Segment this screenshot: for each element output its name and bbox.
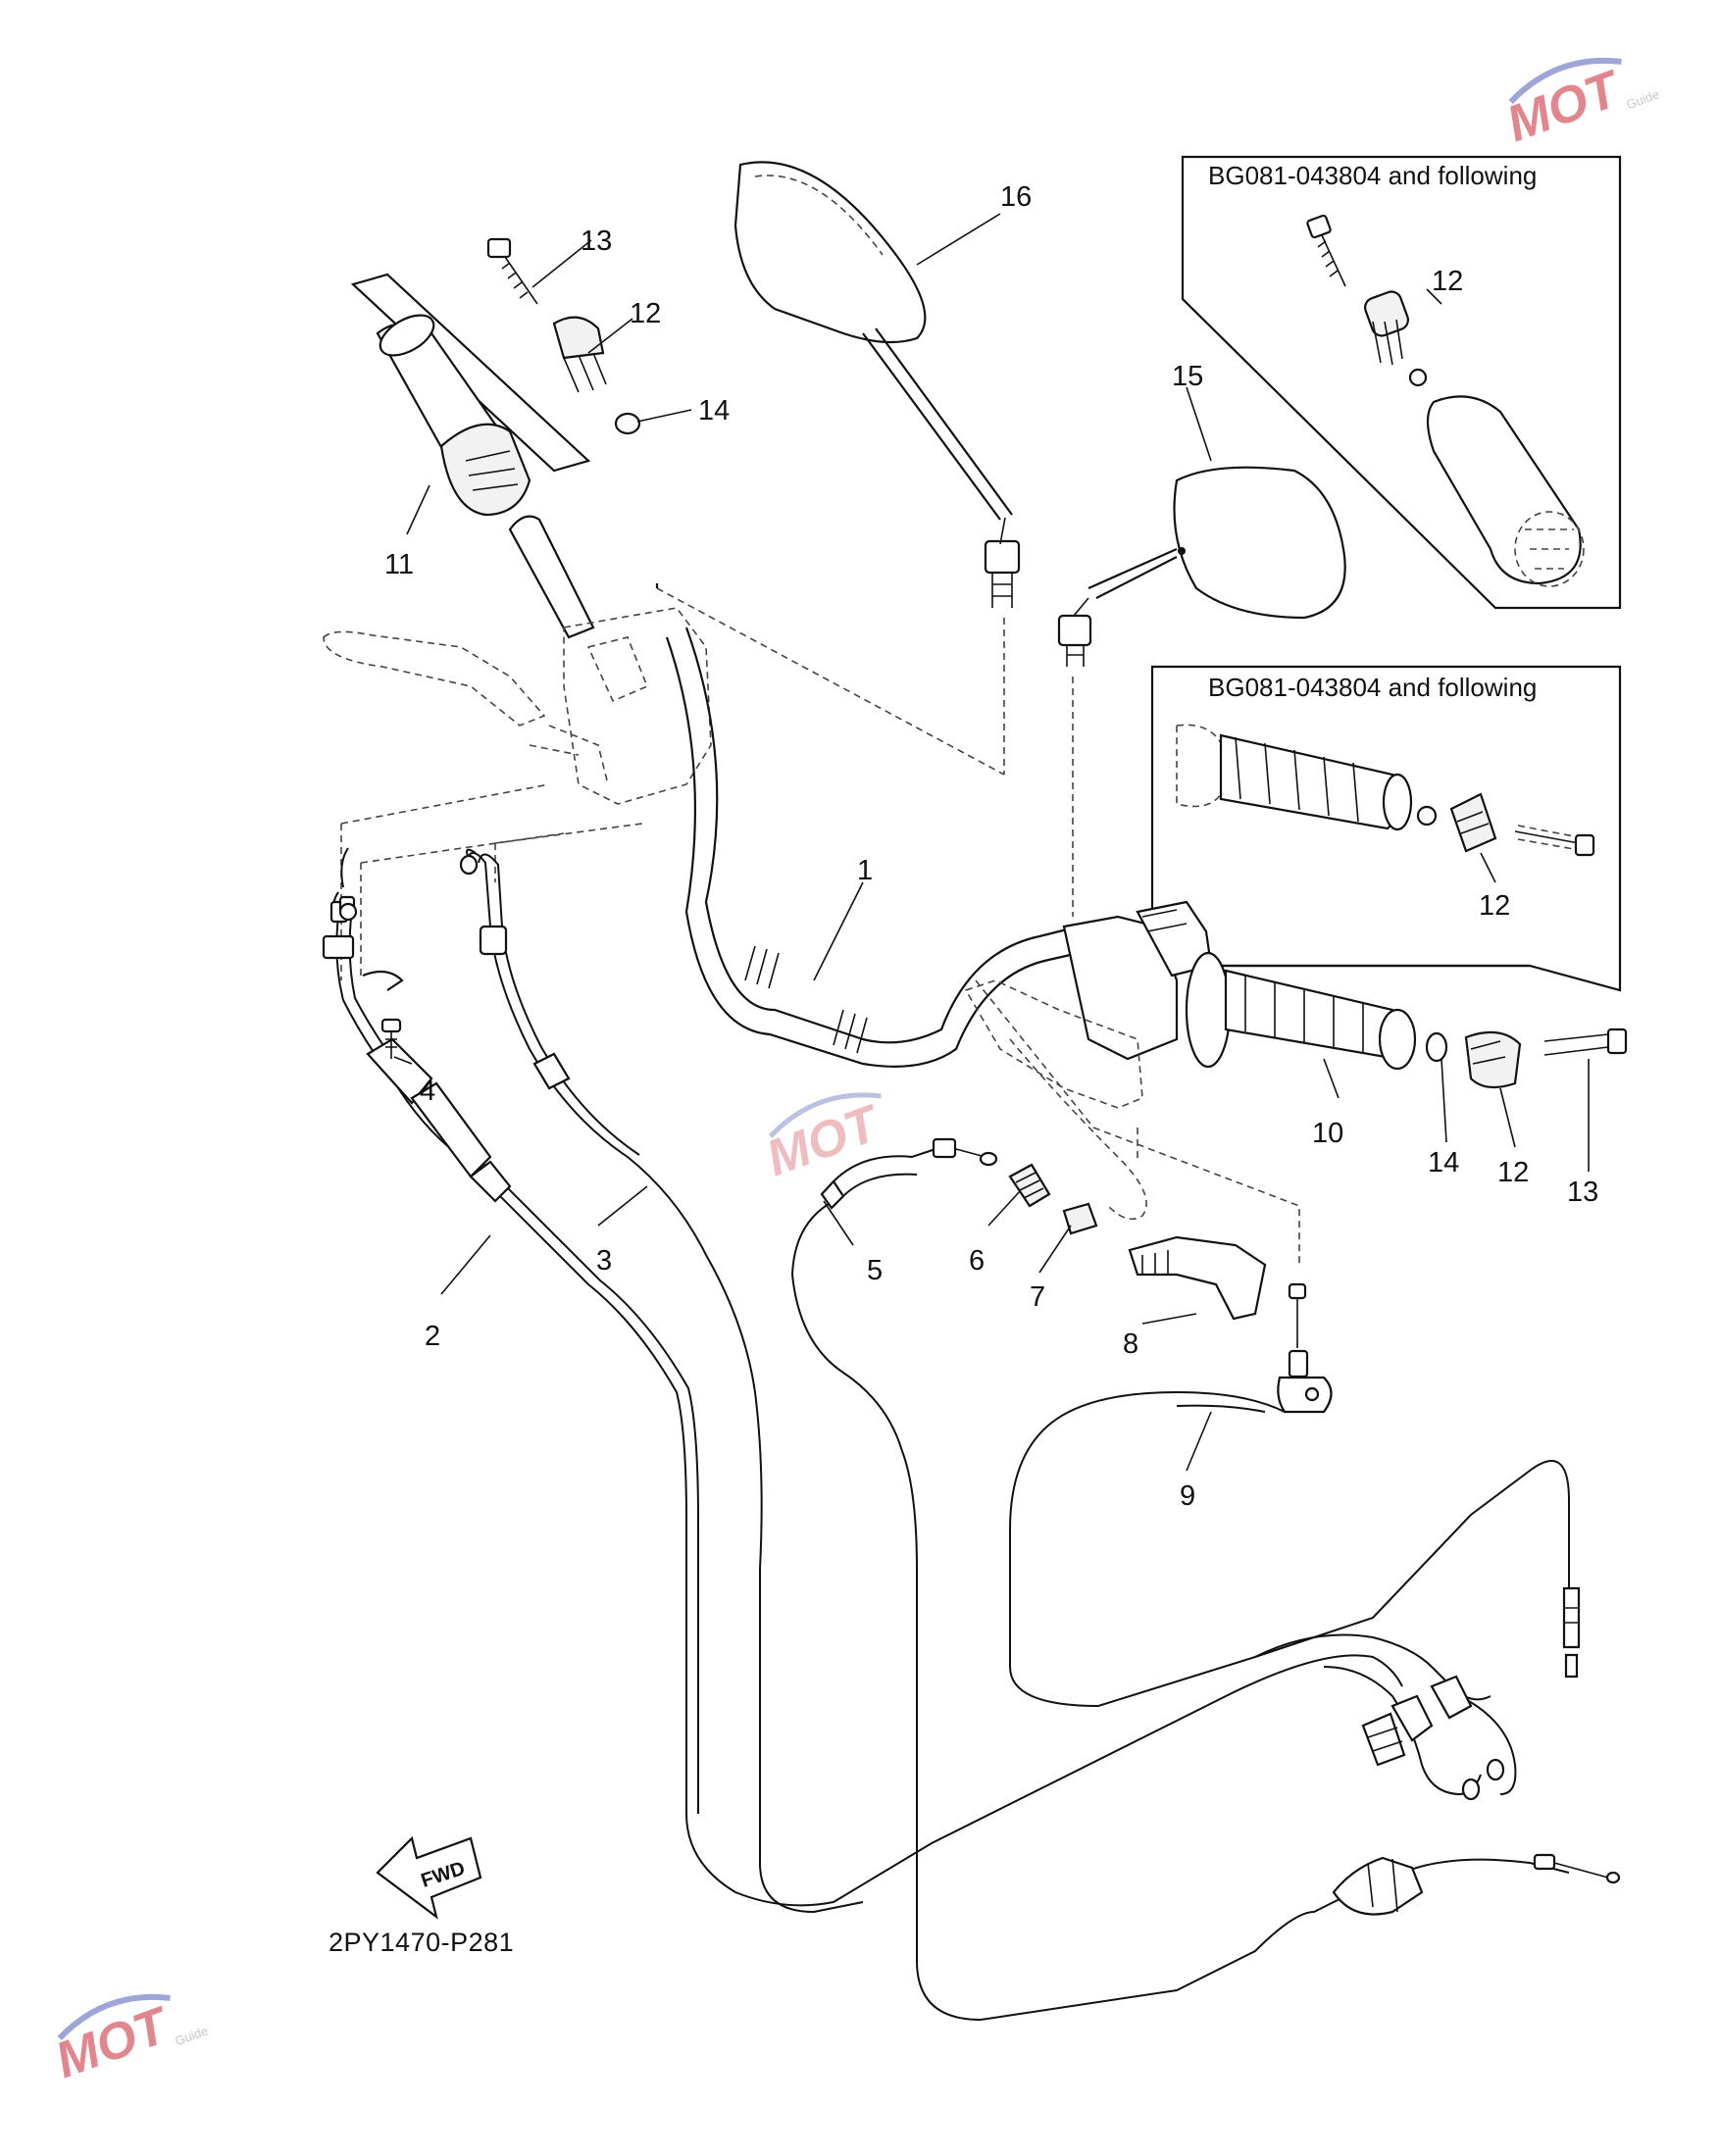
- callout-3: 3: [596, 1245, 612, 1277]
- callout-11: 11: [384, 549, 414, 580]
- inset-top-grip-end: [1364, 290, 1409, 366]
- inset-top-note: BG081-043804 and following: [1208, 161, 1537, 190]
- callout-12-inset-top: 12: [1432, 266, 1463, 297]
- callout-12-inset-bottom: 12: [1479, 890, 1510, 922]
- callout-numbers: 13 12 14 11 16 15 1 2 3 4 5 6 7 8 9 10 1…: [384, 181, 1598, 1512]
- inset-bottom-washer: [1416, 805, 1438, 827]
- callout-13-right: 13: [1567, 1177, 1598, 1208]
- svg-text:Guide: Guide: [173, 2023, 210, 2048]
- watermark-top-right: MOT Guide: [1499, 57, 1661, 153]
- inset-bottom-grip: [1176, 724, 1413, 831]
- callout-8: 8: [1123, 1329, 1138, 1360]
- callout-5: 5: [867, 1255, 883, 1286]
- inset-bottom-note: BG081-043804 and following: [1208, 673, 1537, 702]
- svg-text:MOT: MOT: [48, 1996, 177, 2089]
- cable-bracket: [1009, 1282, 1581, 1708]
- svg-text:Guide: Guide: [1624, 86, 1661, 112]
- callout-2: 2: [425, 1321, 440, 1352]
- callout-6: 6: [969, 1245, 985, 1277]
- throttle-cable-parts: [790, 1137, 1267, 1452]
- callout-12-right: 12: [1497, 1157, 1529, 1188]
- inset-top-grip: [1426, 395, 1585, 587]
- callout-15: 15: [1172, 361, 1203, 392]
- mirror-left: [733, 161, 1021, 608]
- svg-text:MOT: MOT: [1499, 60, 1629, 153]
- callout-7: 7: [1030, 1281, 1045, 1313]
- svg-text:MOT: MOT: [759, 1094, 888, 1187]
- left-lever-assembly: [323, 583, 712, 805]
- callout-12-left: 12: [630, 298, 661, 329]
- cables-lower: [322, 852, 1621, 2022]
- callout-13-left: 13: [581, 226, 612, 257]
- inset-bottom-screw: [1514, 825, 1595, 857]
- callout-14-left: 14: [698, 395, 730, 426]
- callout-14-right: 14: [1428, 1147, 1459, 1178]
- watermark-bottom-left: MOT Guide: [48, 1993, 210, 2089]
- callout-16: 16: [1000, 181, 1032, 213]
- watermark-center: MOT: [759, 1092, 889, 1187]
- callout-1: 1: [857, 855, 873, 886]
- mirror-right: [1057, 466, 1346, 667]
- inset-top: BG081-043804 and following 12: [1181, 155, 1622, 610]
- inset-top-screw: [1306, 214, 1346, 287]
- left-grip-group: [350, 237, 641, 639]
- inset-top-washer: [1408, 368, 1428, 387]
- fwd-arrow: FWD: [376, 1835, 482, 1920]
- diagram-code: 2PY1470-P281: [329, 1928, 514, 1957]
- inset-bottom: BG081-043804 and following 12: [1150, 665, 1622, 992]
- callout-leaders: [393, 213, 1590, 1472]
- callout-9: 9: [1180, 1480, 1195, 1512]
- upper-left-cable-ends: [338, 847, 479, 1059]
- inset-bottom-grip-end: [1449, 792, 1497, 853]
- callout-10: 10: [1312, 1118, 1343, 1149]
- handlebar: [665, 627, 1080, 1068]
- right-grip-group: [964, 900, 1628, 1221]
- callout-4: 4: [420, 1076, 435, 1107]
